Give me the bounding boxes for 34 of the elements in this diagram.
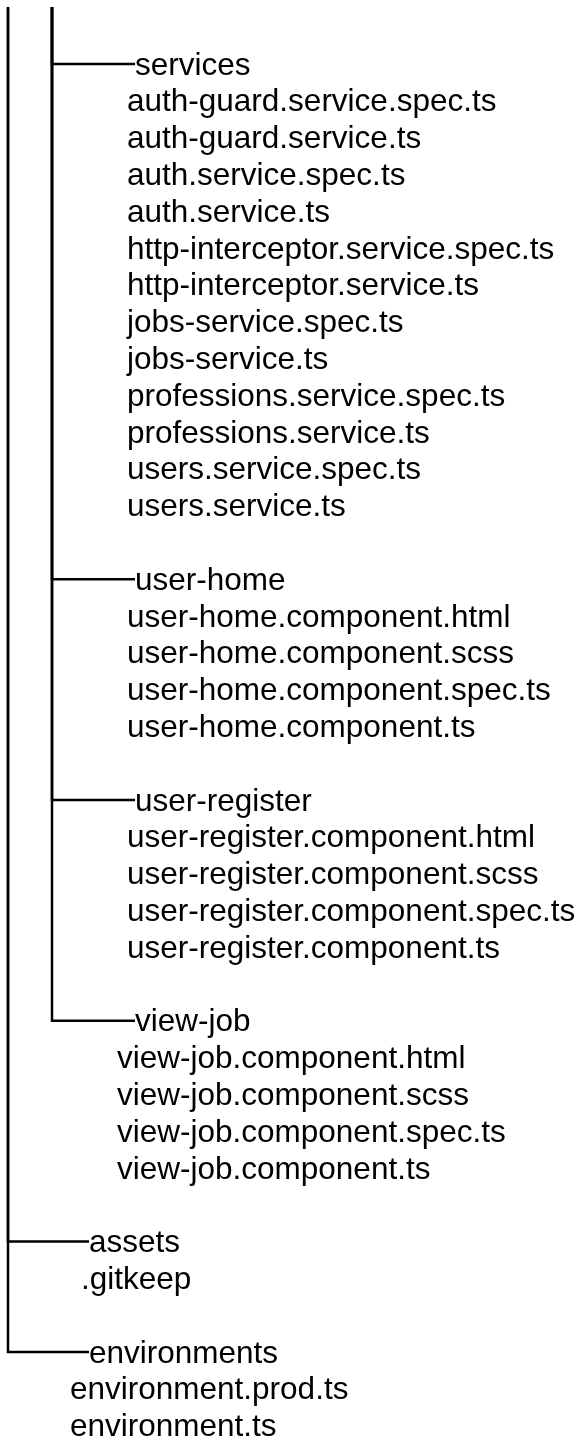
file-name: jobs-service.ts <box>127 340 329 377</box>
file-name: environment.prod.ts <box>70 1370 349 1408</box>
file-name: http-interceptor.service.spec.ts <box>127 229 555 267</box>
folder-name: environments <box>89 1333 279 1371</box>
folder-name: user-home <box>135 560 286 598</box>
file-name: view-job.component.scss <box>117 1076 469 1113</box>
file-name: jobs-service.spec.ts <box>127 303 404 340</box>
file-name: auth-guard.service.ts <box>127 119 422 156</box>
file-name: user-home.component.ts <box>127 708 476 745</box>
folder-name: assets <box>89 1223 181 1260</box>
file-name: user-register.component.ts <box>127 928 500 966</box>
file-name: .gitkeep <box>81 1260 192 1297</box>
file-name: user-home.component.spec.ts <box>127 671 551 708</box>
file-name: environment.ts <box>70 1407 277 1442</box>
file-name: view-job.component.spec.ts <box>117 1112 506 1150</box>
file-name: view-job.component.ts <box>117 1149 431 1187</box>
file-name: professions.service.spec.ts <box>127 376 506 414</box>
file-name: auth.service.spec.ts <box>127 156 406 193</box>
file-name: view-job.component.html <box>117 1039 466 1076</box>
file-name: users.service.spec.ts <box>127 450 422 488</box>
file-name: users.service.ts <box>127 487 346 524</box>
file-name: user-home.component.html <box>127 597 511 635</box>
tree-connector <box>50 7 135 1023</box>
file-name: http-interceptor.service.ts <box>127 266 479 304</box>
file-name: user-register.component.html <box>127 818 535 856</box>
file-name: user-home.component.scss <box>127 634 514 672</box>
file-name: auth.service.ts <box>127 192 331 230</box>
folder-name: view-job <box>135 1002 251 1040</box>
file-name: professions.service.ts <box>127 413 430 451</box>
file-name: auth-guard.service.spec.ts <box>127 82 497 120</box>
file-name: user-register.component.scss <box>127 855 539 892</box>
folder-name: user-register <box>135 781 312 819</box>
folder-name: services <box>135 45 251 83</box>
file-name: user-register.component.spec.ts <box>127 892 576 929</box>
